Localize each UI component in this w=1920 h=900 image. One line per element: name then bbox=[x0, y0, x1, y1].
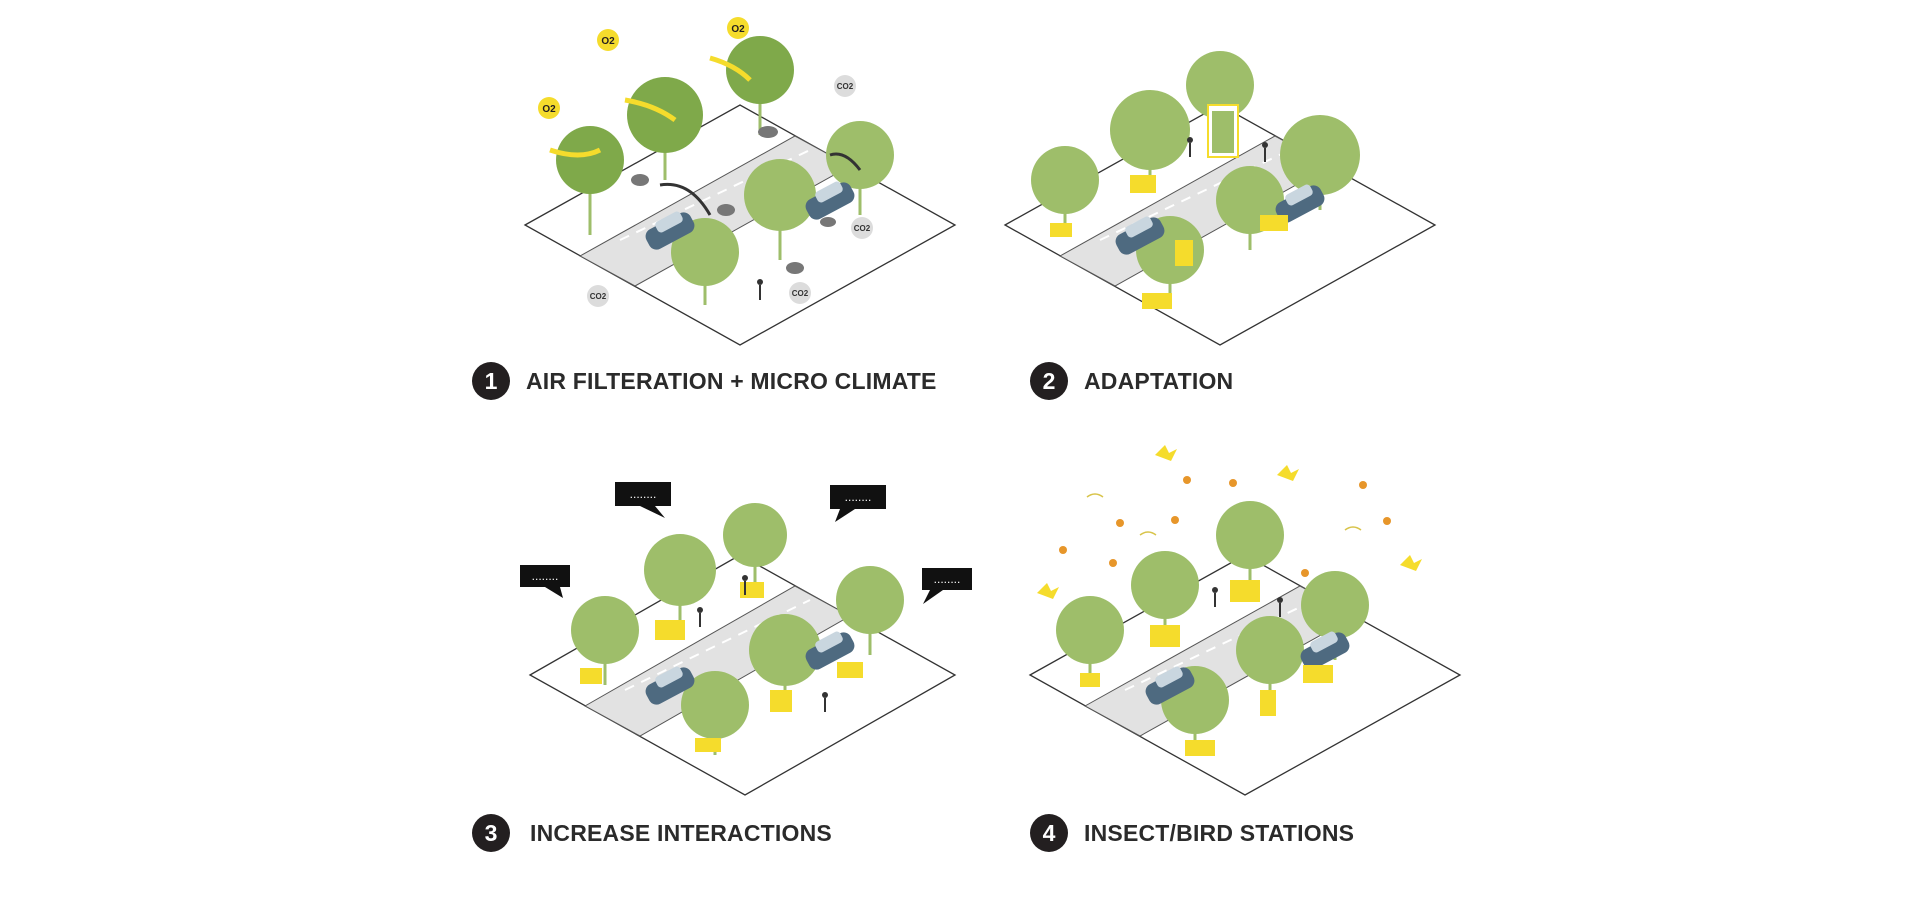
dragonfly-icon bbox=[1086, 493, 1362, 536]
tree-icon bbox=[556, 126, 624, 235]
pedestrian-icon bbox=[1212, 587, 1283, 617]
bird-icon bbox=[1037, 445, 1422, 599]
svg-text:CO2: CO2 bbox=[837, 82, 854, 91]
panel-1-scene: O2 O2 O2 CO2 CO2 CO2 CO2 bbox=[523, 17, 957, 346]
tree-icon bbox=[571, 596, 639, 685]
oxygen-flow-icon bbox=[624, 97, 677, 123]
speech-bubble: ........ bbox=[520, 565, 570, 598]
co2-badge: CO2 bbox=[789, 282, 811, 304]
pedestrian-icon bbox=[1187, 137, 1268, 162]
caption-title: AIR FILTERATION + MICRO CLIMATE bbox=[526, 367, 937, 394]
svg-text:........: ........ bbox=[532, 569, 559, 583]
number-badge: 4 bbox=[1030, 814, 1068, 852]
caption-title: INCREASE INTERACTIONS bbox=[530, 819, 832, 846]
panel-4-scene bbox=[1028, 445, 1462, 796]
number-badge: 2 bbox=[1030, 362, 1068, 400]
pollution-cloud-icon bbox=[631, 126, 836, 274]
number-badge: 1 bbox=[472, 362, 510, 400]
caption-3: 3 INCREASE INTERACTIONS bbox=[472, 813, 832, 853]
caption-title: INSECT/BIRD STATIONS bbox=[1084, 819, 1355, 846]
car-icon bbox=[645, 666, 695, 705]
svg-text:CO2: CO2 bbox=[792, 289, 809, 298]
co2-badge: CO2 bbox=[851, 217, 873, 239]
co2-badge: CO2 bbox=[587, 285, 609, 307]
insect-icon bbox=[1059, 476, 1391, 577]
speech-bubble: ........ bbox=[615, 482, 671, 518]
arrow-icon bbox=[829, 152, 862, 171]
caption-4: 4 INSECT/BIRD STATIONS bbox=[1030, 813, 1354, 853]
svg-text:O2: O2 bbox=[601, 36, 615, 47]
svg-text:........: ........ bbox=[934, 572, 961, 586]
caption-1: 1 AIR FILTERATION + MICRO CLIMATE bbox=[472, 361, 937, 401]
tree-icon bbox=[671, 218, 739, 305]
car-icon bbox=[1115, 216, 1165, 255]
oxygen-badge: O2 bbox=[538, 97, 560, 119]
panel-2-scene bbox=[1003, 51, 1437, 346]
arrow-icon bbox=[659, 182, 712, 216]
tree-icon bbox=[723, 503, 787, 590]
car-icon bbox=[1145, 666, 1195, 705]
tree-icon bbox=[826, 121, 894, 215]
pedestrian-icon bbox=[697, 575, 828, 712]
svg-text:........: ........ bbox=[630, 487, 657, 501]
caption-2: 2 ADAPTATION bbox=[1030, 361, 1233, 401]
svg-text:........: ........ bbox=[845, 490, 872, 504]
svg-text:CO2: CO2 bbox=[590, 292, 607, 301]
oxygen-flow-icon bbox=[709, 55, 752, 82]
svg-text:CO2: CO2 bbox=[854, 224, 871, 233]
co2-badge: CO2 bbox=[834, 75, 856, 97]
tree-icon bbox=[744, 159, 816, 260]
number-badge: 3 bbox=[472, 814, 510, 852]
car-icon bbox=[1275, 184, 1325, 223]
speech-bubble: ........ bbox=[922, 568, 972, 604]
tree-icon bbox=[836, 566, 904, 655]
pedestrian-icon bbox=[757, 279, 763, 300]
svg-text:O2: O2 bbox=[731, 24, 745, 35]
panel-3-scene: ........ ........ ........ ........ bbox=[520, 482, 972, 796]
car-icon bbox=[805, 181, 855, 220]
oxygen-badge: O2 bbox=[727, 17, 749, 39]
oxygen-flow-icon bbox=[549, 147, 602, 158]
tree-icon bbox=[726, 36, 794, 135]
vertical-garden-icon bbox=[1207, 104, 1239, 158]
svg-text:O2: O2 bbox=[542, 104, 556, 115]
oxygen-badge: O2 bbox=[597, 29, 619, 51]
car-icon bbox=[1300, 631, 1350, 670]
caption-title: ADAPTATION bbox=[1084, 367, 1234, 394]
planter-box-icon bbox=[1050, 175, 1288, 309]
car-icon bbox=[645, 211, 695, 250]
car-icon bbox=[805, 631, 855, 670]
speech-bubble: ........ bbox=[830, 485, 886, 522]
insect-station-icon bbox=[1080, 580, 1333, 756]
